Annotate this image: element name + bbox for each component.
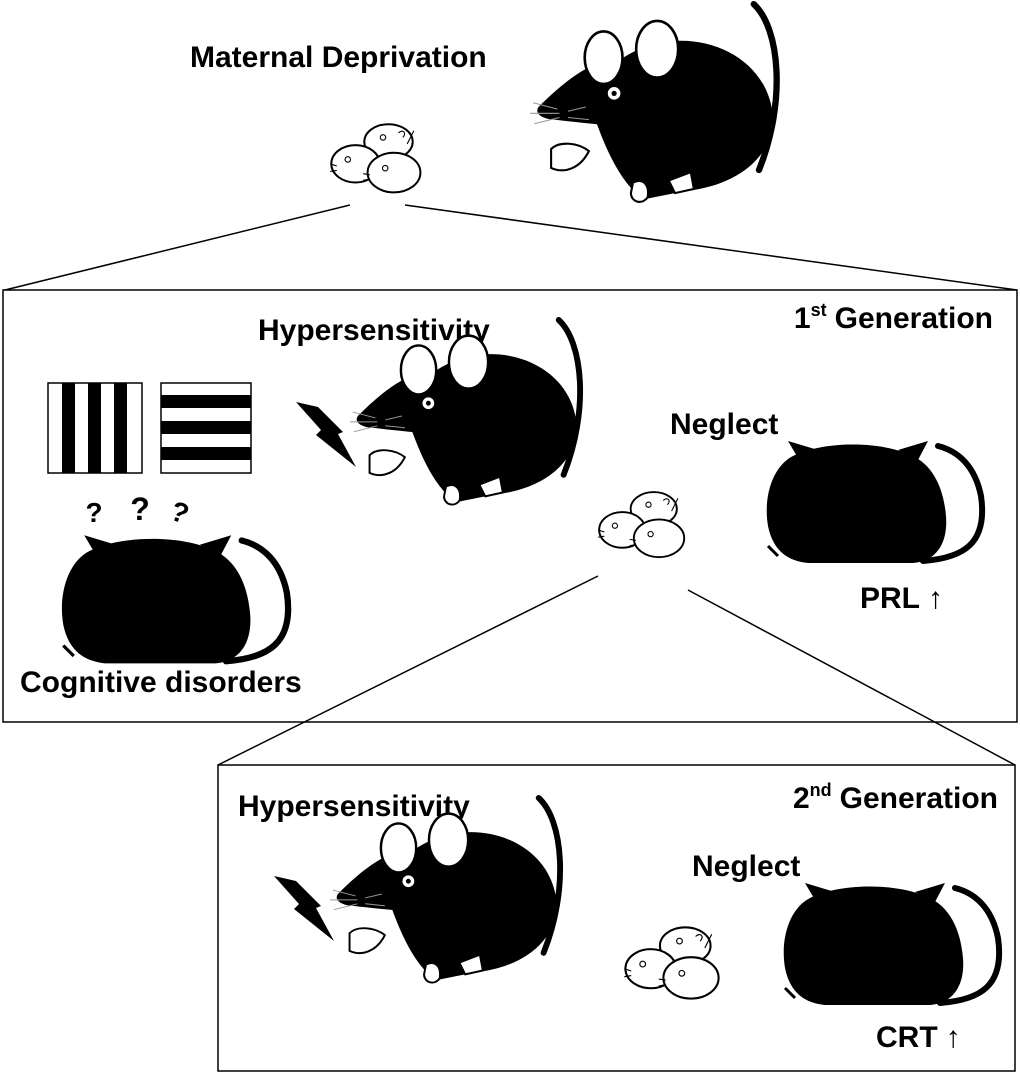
- svg-text:?: ?: [166, 495, 193, 530]
- gen2-neglect-label: Neglect: [692, 850, 800, 883]
- gen1-neglect-mouse: [767, 441, 982, 563]
- pups-gen2: [623, 926, 720, 1000]
- gen1-cognitive-disorders-label: Cognitive disorders: [20, 666, 302, 699]
- gen1-hypersensitive-mouse: [350, 320, 580, 505]
- mother-mouse-top: [530, 4, 777, 202]
- pups-top: [329, 123, 422, 194]
- gen1-neglect-label: Neglect: [670, 408, 778, 441]
- vertical-stripes-pattern: [47, 382, 143, 474]
- maternal-deprivation-title: Maternal Deprivation: [190, 41, 487, 74]
- gen1-prl-label: PRL↑: [860, 582, 943, 615]
- gen1-hypersensitivity-label: Hypersensitivity: [258, 314, 490, 347]
- gen1-pain-bolt-icon: [296, 402, 356, 467]
- gen2-neglect-mouse: [784, 883, 999, 1005]
- horizontal-stripes-pattern: [160, 382, 252, 474]
- gen2-hypersensitivity-label: Hypersensitivity: [238, 790, 470, 823]
- expansion-line-gen2-left: [217, 575, 599, 766]
- expansion-line-left: [4, 204, 351, 291]
- expansion-line-right: [404, 204, 1018, 291]
- svg-text:?: ?: [130, 491, 150, 527]
- gen2-pain-bolt-icon: [274, 876, 334, 941]
- gen1-panel: [2, 289, 1018, 723]
- svg-text:?: ?: [85, 497, 102, 528]
- gen2-crt-label: CRT↑: [876, 1021, 961, 1054]
- gen2-panel: [217, 764, 1016, 1072]
- gen2-hypersensitive-mouse: [330, 798, 560, 983]
- expansion-line-gen2-right: [687, 589, 1016, 766]
- question-marks: ? ? ?: [85, 491, 193, 530]
- pups-gen1: [597, 491, 686, 559]
- gen1-cognitive-mouse: [62, 535, 288, 663]
